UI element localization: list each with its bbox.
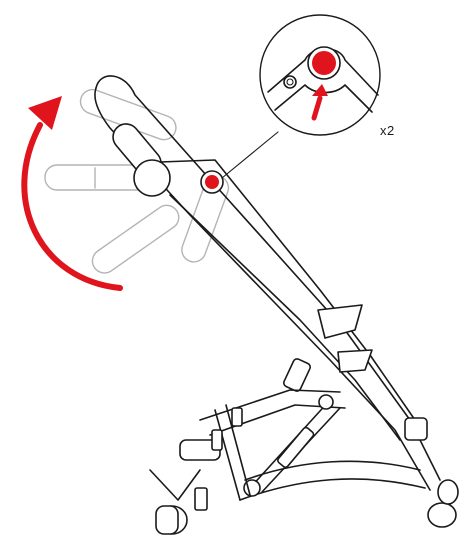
release-button-icon (205, 175, 219, 189)
rotation-arrow-icon (21, 96, 123, 291)
quantity-label: x2 (380, 123, 395, 138)
zoom-callout (259, 14, 381, 136)
stroller-frame (94, 75, 459, 528)
release-button-callout (312, 51, 336, 75)
ghost-handlebar-positions (44, 88, 230, 274)
push-arrow-icon (311, 84, 328, 121)
seat-bracket (283, 304, 373, 392)
chassis (149, 389, 426, 535)
callout-leader-line (221, 131, 279, 179)
